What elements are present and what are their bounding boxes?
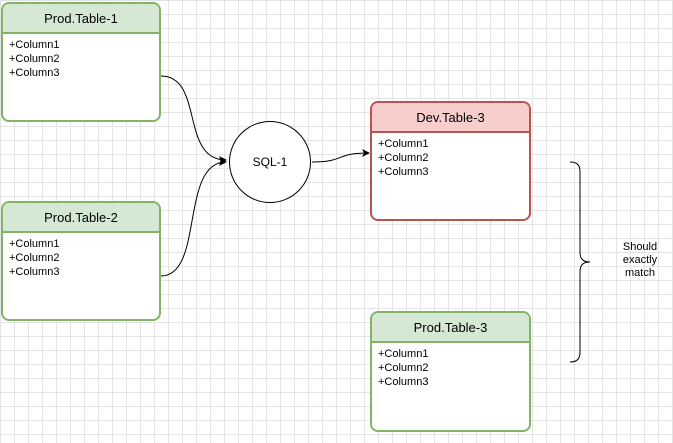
connector-prod2-to-sql[interactable]: [160, 158, 227, 277]
table-title: Prod.Table-3: [372, 313, 529, 343]
column-list: +Column1 +Column2 +Column3: [372, 133, 529, 179]
column-item: +Column3: [378, 376, 429, 388]
column-item: +Column1: [9, 238, 60, 250]
sql-process-label: SQL-1: [252, 155, 288, 169]
table-dev-3[interactable]: Dev.Table-3 +Column1 +Column2 +Column3: [370, 101, 531, 221]
column-item: +Column1: [378, 138, 429, 150]
column-item: +Column3: [9, 67, 60, 79]
table-prod-2[interactable]: Prod.Table-2 +Column1 +Column2 +Column3: [1, 201, 161, 321]
column-item: +Column3: [9, 266, 60, 278]
column-item: +Column2: [378, 362, 429, 374]
column-list: +Column1 +Column2 +Column3: [3, 233, 159, 279]
column-item: +Column1: [378, 348, 429, 360]
match-note: Should exactly match: [622, 241, 658, 279]
connector-prod1-to-sql[interactable]: [160, 75, 227, 164]
column-item: +Column2: [9, 53, 60, 65]
match-brace: [569, 161, 591, 363]
column-item: +Column3: [378, 166, 429, 178]
table-title: Prod.Table-2: [3, 203, 159, 233]
connector-sql-to-dev3[interactable]: [311, 149, 370, 163]
table-prod-1[interactable]: Prod.Table-1 +Column1 +Column2 +Column3: [1, 2, 161, 122]
table-title: Prod.Table-1: [3, 4, 159, 34]
column-item: +Column2: [378, 152, 429, 164]
column-list: +Column1 +Column2 +Column3: [372, 343, 529, 389]
column-list: +Column1 +Column2 +Column3: [3, 34, 159, 80]
table-prod-3[interactable]: Prod.Table-3 +Column1 +Column2 +Column3: [370, 311, 531, 432]
table-title: Dev.Table-3: [372, 103, 529, 133]
column-item: +Column1: [9, 39, 60, 51]
sql-process-node[interactable]: SQL-1: [229, 121, 311, 203]
column-item: +Column2: [9, 252, 60, 264]
